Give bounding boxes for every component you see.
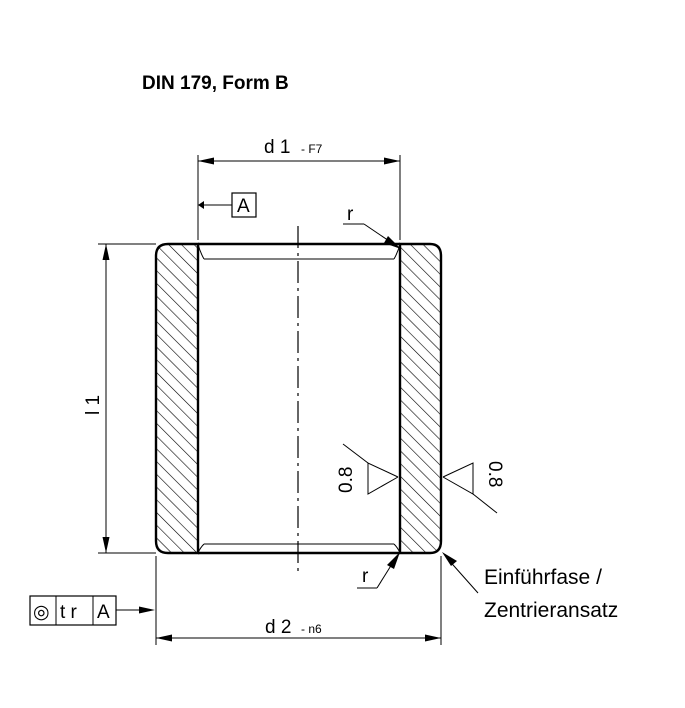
- datum-letter: A: [237, 196, 250, 217]
- drawing-title: DIN 179, Form B: [142, 73, 289, 94]
- datum-frame: [231, 192, 257, 218]
- note-line-1: Einführfase /: [484, 566, 602, 589]
- radius-label-top: r: [347, 204, 354, 225]
- concentricity-icon: ◎: [33, 602, 50, 623]
- radius-arrow-bottom: [387, 552, 400, 569]
- tolerance-datum: A: [97, 602, 110, 623]
- roughness-leg-outer: [472, 493, 498, 514]
- d2-arrow-left: [156, 634, 172, 642]
- d1-arrow-left: [198, 157, 214, 165]
- l1-arrow-top: [102, 244, 110, 260]
- l1-label: l 1: [83, 395, 104, 415]
- d1-arrow-right: [384, 157, 400, 165]
- radius-label-bottom: r: [362, 566, 369, 587]
- radius-arrow-top: [384, 236, 401, 249]
- roughness-symbol-outer: [442, 462, 474, 495]
- tolerance-arrow: [139, 606, 155, 614]
- note-arrow: [442, 552, 457, 566]
- roughness-symbol-inner: [367, 462, 399, 495]
- bottom-left-radius: [197, 543, 205, 554]
- top-right-radius: [393, 243, 401, 260]
- datum-triangle: [198, 201, 204, 209]
- roughness-value-outer: 0.8: [484, 461, 505, 487]
- d1-tolerance: - F7: [301, 142, 323, 156]
- right-wall-section: [398, 242, 443, 555]
- roughness-leg-inner: [342, 443, 369, 464]
- d1-label: d 1: [264, 137, 290, 158]
- roughness-value-inner: 0.8: [336, 467, 357, 493]
- note-line-2: Zentrieransatz: [484, 599, 618, 622]
- top-left-radius: [197, 243, 205, 260]
- tolerance-value: t r: [60, 602, 78, 623]
- l1-arrow-bottom: [102, 537, 110, 553]
- d2-arrow-right: [425, 634, 441, 642]
- d2-label: d 2: [265, 617, 291, 638]
- d2-tolerance: - n6: [301, 622, 322, 636]
- left-wall-section: [154, 242, 200, 555]
- bottom-right-radius: [393, 543, 401, 554]
